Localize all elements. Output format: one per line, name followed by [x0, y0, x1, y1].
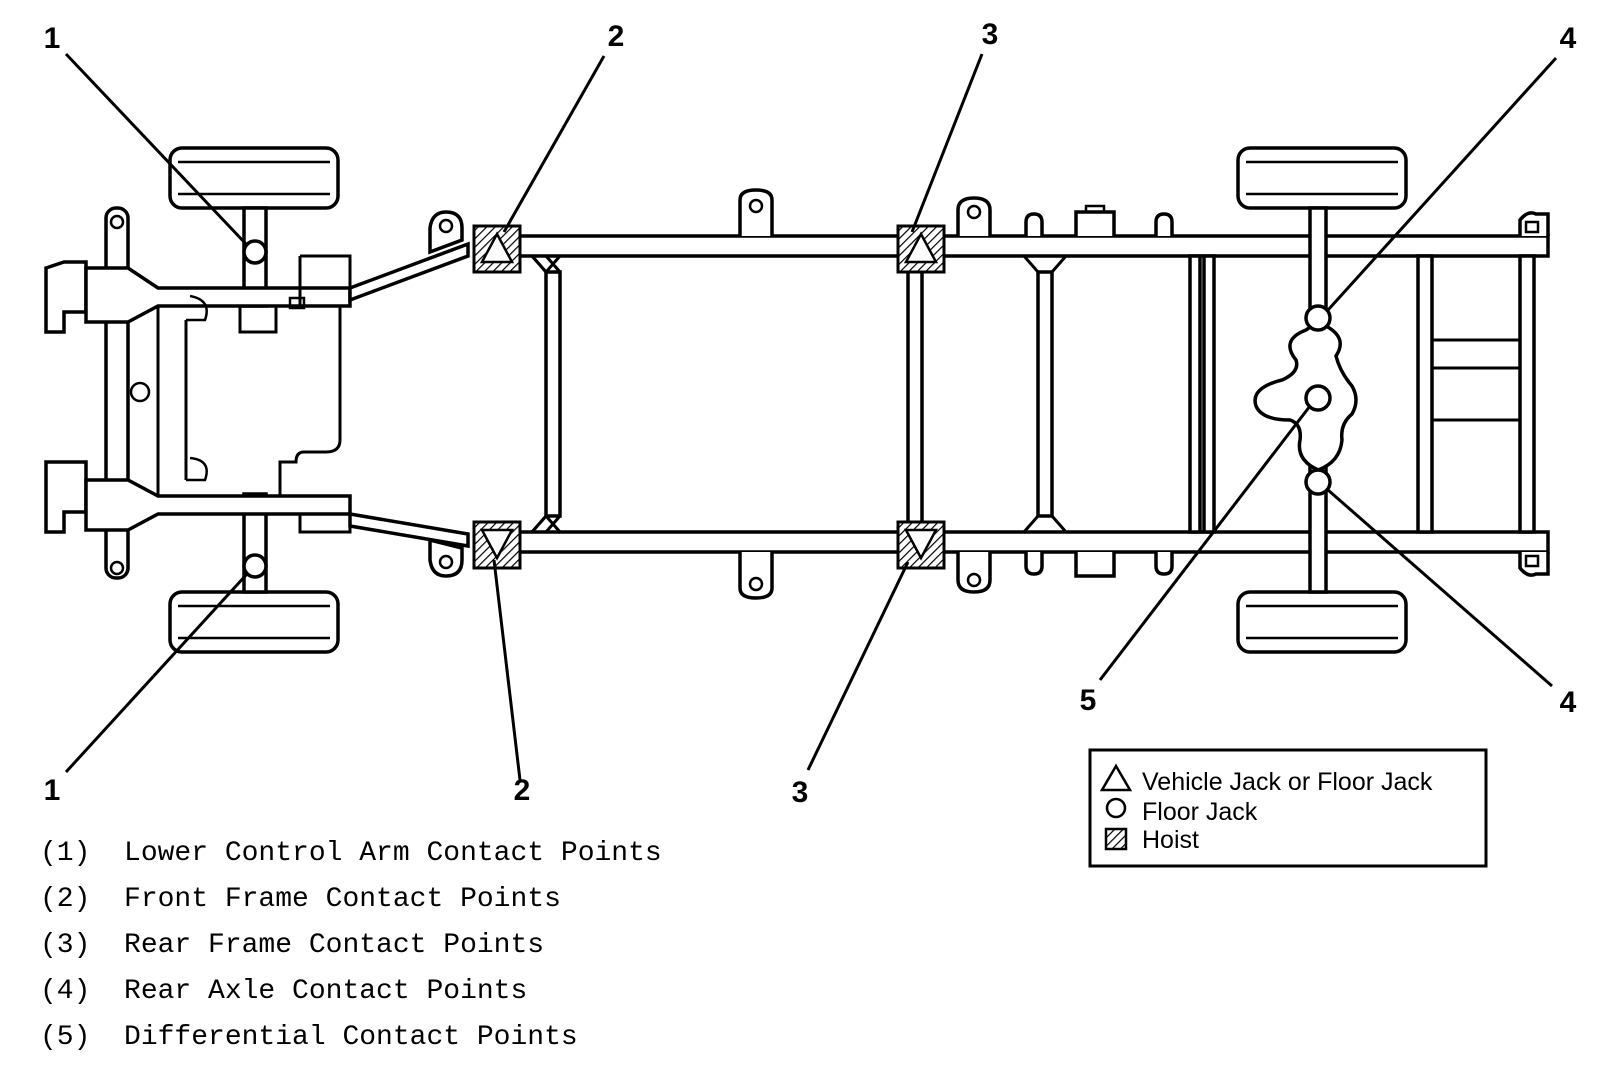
- callout-2-top: 2: [608, 20, 625, 53]
- callout-3-bottom: 3: [792, 776, 809, 809]
- legend-floor-jack-label: Floor Jack: [1142, 798, 1258, 826]
- front-suspension: [44, 206, 352, 594]
- differential-contact-point: [1304, 384, 1332, 412]
- circle-icon: [1105, 797, 1127, 819]
- callout-4-top: 4: [1560, 22, 1577, 55]
- crossmembers: [528, 254, 1536, 534]
- rear-left-tire: [1236, 146, 1408, 210]
- frame-rail-right: [348, 511, 1550, 600]
- caption-differential: (5) Differential Contact Points: [40, 1022, 578, 1053]
- caption-front-frame: (2) Front Frame Contact Points: [40, 884, 561, 915]
- rear-right-tire: [1236, 590, 1408, 654]
- callout-5: 5: [1080, 684, 1097, 717]
- rear-axle-contact-point-left: [1304, 304, 1332, 332]
- callout-1-top: 1: [44, 22, 61, 55]
- legend: Vehicle Jack or Floor Jack Floor Jack Ho…: [1088, 748, 1488, 868]
- rear-frame-contact-point-top: [896, 224, 946, 274]
- front-frame-contact-point-bottom: [472, 520, 522, 570]
- legend-vehicle-jack-label: Vehicle Jack or Floor Jack: [1142, 768, 1433, 796]
- callout-3-top: 3: [982, 18, 999, 51]
- rear-axle-contact-point-right: [1304, 468, 1332, 496]
- rear-frame-contact-point-bottom: [896, 520, 946, 570]
- lower-control-arm-contact-point-top: [242, 239, 268, 265]
- lower-control-arm-contact-point-bottom: [242, 553, 268, 579]
- legend-hoist-label: Hoist: [1142, 826, 1199, 854]
- callout-4-bottom: 4: [1560, 686, 1577, 719]
- front-frame-contact-point-top: [472, 224, 522, 274]
- caption-lower-control-arm: (1) Lower Control Arm Contact Points: [40, 838, 662, 869]
- triangle-icon: [1099, 763, 1133, 792]
- caption-rear-axle: (4) Rear Axle Contact Points: [40, 976, 528, 1007]
- hatched-square-icon: [1104, 827, 1128, 851]
- callout-1-bottom: 1: [44, 774, 61, 807]
- front-left-tire: [168, 146, 340, 210]
- front-right-tire: [168, 590, 340, 654]
- callout-2-bottom: 2: [514, 774, 531, 807]
- leader-lines: [64, 52, 1558, 781]
- caption-rear-frame: (3) Rear Frame Contact Points: [40, 930, 545, 961]
